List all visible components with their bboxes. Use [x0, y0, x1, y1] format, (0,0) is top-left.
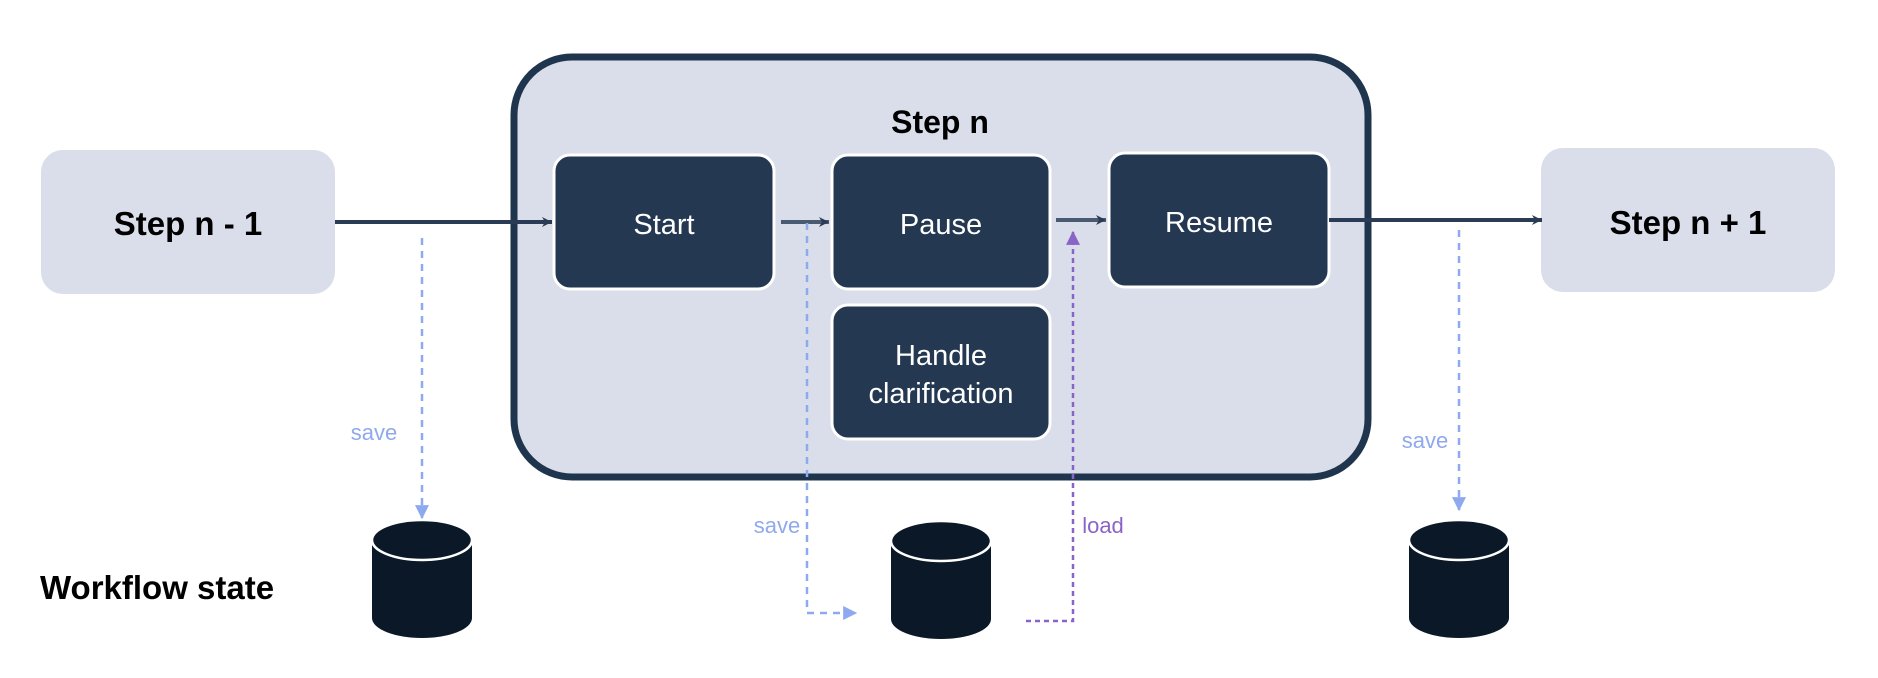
handle-label-line2: clarification [868, 378, 1013, 410]
start-label: Start [633, 209, 694, 241]
save-label-middle: save [754, 513, 800, 538]
start-box [552, 153, 776, 291]
handle-clarification-box [830, 303, 1052, 441]
step-prev-label: Step n - 1 [114, 205, 263, 242]
step-next-label: Step n + 1 [1610, 204, 1767, 241]
pause-box [830, 153, 1052, 291]
save-arrow-middle [805, 223, 858, 620]
database-icon-right [1407, 518, 1511, 638]
step-n-title: Step n [891, 104, 989, 140]
database-icon-middle [889, 519, 993, 639]
database-icon-left [370, 518, 474, 638]
step-next-box [1541, 148, 1835, 292]
resume-label: Resume [1165, 207, 1273, 239]
pause-label: Pause [900, 209, 982, 241]
load-arrow [1026, 230, 1080, 623]
save-label-left: save [351, 420, 397, 445]
step-prev-box [41, 150, 335, 294]
handle-label-line1: Handle [895, 340, 987, 372]
workflow-state-label: Workflow state [40, 569, 274, 606]
load-label: load [1082, 513, 1124, 538]
save-label-right: save [1402, 428, 1448, 453]
